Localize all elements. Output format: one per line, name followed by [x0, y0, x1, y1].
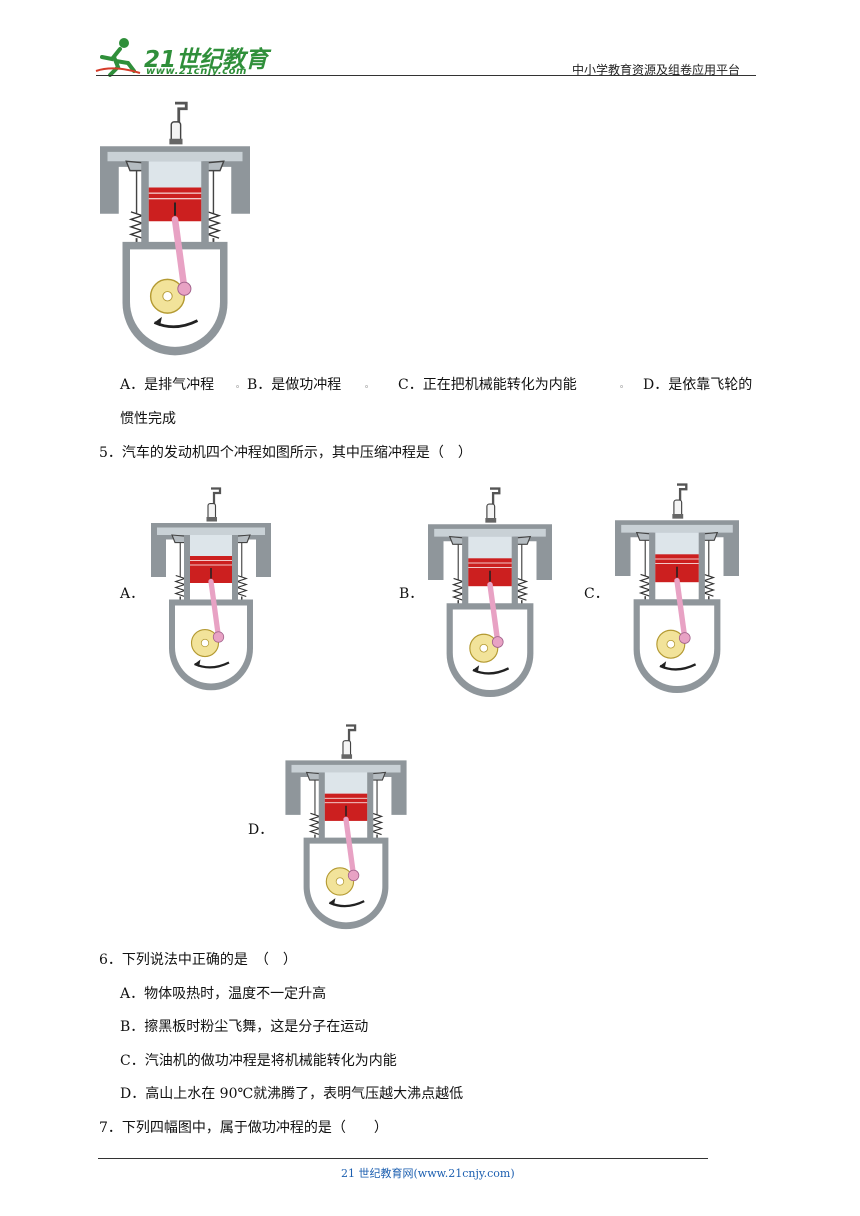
- footer-link[interactable]: 21 世纪教育网(www.21cnjy.com): [341, 1167, 515, 1180]
- q5-label-d: D．: [248, 822, 274, 838]
- runner-icon: [95, 38, 141, 77]
- q4-separator: 。: [236, 380, 244, 389]
- q4-option-d: D．是依靠飞轮的: [643, 377, 753, 393]
- footer-divider: [98, 1158, 708, 1159]
- q6-option-a: A．物体吸热时，温度不一定升高: [120, 986, 327, 1002]
- platform-name: 中小学教育资源及组卷应用平台: [572, 63, 741, 77]
- header-divider: [96, 75, 756, 76]
- q4-option-b: B．是做功冲程: [247, 377, 342, 393]
- q6-option-b: B．擦黑板时粉尘飞舞，这是分子在运动: [120, 1019, 369, 1035]
- q6-option-d: D．高山上水在 90℃就沸腾了，表明气压越大沸点越低: [120, 1086, 464, 1102]
- q4-separator: 。: [365, 380, 373, 389]
- q5-engine-c: [614, 483, 740, 700]
- q5-label-b: B．: [399, 586, 424, 602]
- logo-text: 21世纪教育: [144, 47, 269, 73]
- q4-engine-figure: [100, 100, 250, 365]
- q4-option-d-continuation: 惯性完成: [120, 411, 176, 427]
- logo-url: www.21cnjy.com: [146, 66, 247, 77]
- q5-engine-a: [150, 487, 272, 697]
- q6-stem: 6．下列说法中正确的是 （ ）: [99, 952, 297, 968]
- q5-engine-d: [284, 724, 408, 936]
- logo: 21世纪教育 www.21cnjy.com: [94, 37, 274, 77]
- q4-separator: 。: [620, 380, 628, 389]
- q7-stem: 7．下列四幅图中，属于做功冲程的是（ ）: [99, 1120, 388, 1136]
- q5-label-a: A．: [120, 586, 145, 602]
- q6-option-c: C．汽油机的做功冲程是将机械能转化为内能: [120, 1053, 397, 1069]
- q4-option-c: C．正在把机械能转化为内能: [398, 377, 577, 393]
- q4-option-a: A．是排气冲程: [120, 377, 215, 393]
- q5-stem: 5．汽车的发动机四个冲程如图所示，其中压缩冲程是（ ）: [99, 445, 472, 461]
- q5-engine-b: [428, 483, 552, 708]
- q5-label-c: C．: [584, 586, 609, 602]
